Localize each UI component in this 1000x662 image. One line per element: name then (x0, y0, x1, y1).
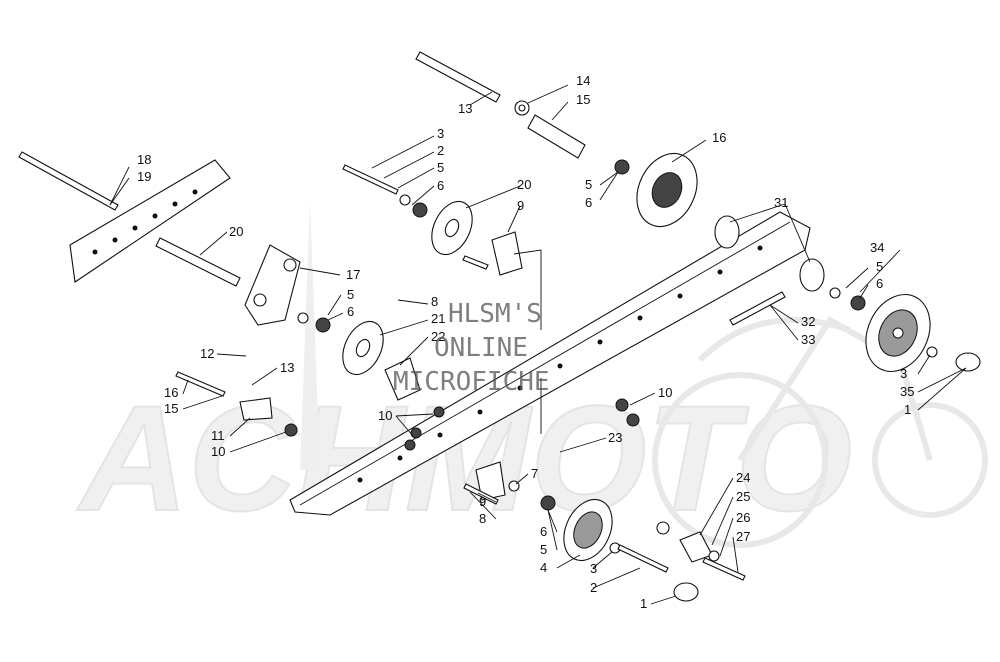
tower-silhouette (300, 200, 320, 470)
callout-6-right: 6 (876, 276, 883, 291)
leader-lines (109, 84, 967, 605)
link-11 (239, 397, 273, 421)
callout-15: 16 (164, 385, 178, 400)
callout-31: 31 (774, 195, 788, 210)
callout-9-bottom: 9 (479, 494, 486, 509)
callout-3-top: 2 (437, 143, 444, 158)
callouts: 13 14 15 16 3 2 5 6 20 9 5 6 31 34 5 6 3… (137, 73, 914, 611)
callout-5-mid: 5 (585, 177, 592, 192)
callout-5-bottom: 5 (540, 542, 547, 557)
callout-21: 22 (431, 329, 445, 344)
callout-20-mid: 21 (431, 311, 445, 326)
callout-6-top: 6 (437, 178, 444, 193)
callout-7: 7 (531, 466, 538, 481)
callout-6-mid: 6 (585, 195, 592, 210)
callout-8-top: 8 (431, 294, 438, 309)
callout-5-left: 5 (347, 287, 354, 302)
shaft-27 (415, 51, 501, 103)
callout-3-right: 3 (900, 366, 907, 381)
callout-3-bottom: 3 (590, 561, 597, 576)
callout-28: 14 (576, 73, 590, 88)
callout-12: 12 (200, 346, 214, 361)
callout-27: 13 (458, 101, 472, 116)
callout-10-center: 10 (378, 408, 392, 423)
wheel-34 (865, 294, 931, 372)
wheel-20-upper (431, 200, 473, 256)
callout-19: 17 (346, 267, 360, 282)
end-caps (673, 352, 981, 602)
left-rail (69, 159, 231, 283)
overlay-line-2: ONLINE (434, 333, 528, 363)
hub-31a (714, 215, 740, 249)
callout-17: 19 (137, 169, 151, 184)
callout-6-bottom: 6 (540, 524, 547, 539)
callout-26: 27 (736, 529, 750, 544)
callout-10-left: 10 (211, 444, 225, 459)
shaft-18 (155, 237, 241, 287)
callout-5-right: 5 (876, 259, 883, 274)
spacer-29 (527, 114, 586, 159)
bracket-21 (384, 357, 421, 401)
callout-16: 18 (137, 152, 151, 167)
callout-2-top: 3 (437, 126, 444, 141)
callout-35: 35 (900, 384, 914, 399)
callout-32: 32 (801, 314, 815, 329)
bolt-32 (729, 291, 786, 326)
microfiche-overlay: HLSM'S ONLINE MICROFICHE (393, 299, 550, 397)
callout-11: 11 (211, 428, 225, 443)
callout-4: 4 (540, 560, 547, 575)
callout-24: 25 (736, 489, 750, 504)
hub-31b (799, 258, 825, 292)
callout-25: 26 (736, 510, 750, 525)
bracket-9-lower (475, 461, 506, 501)
callout-2-bottom: 2 (590, 580, 597, 595)
callout-5-top: 5 (437, 160, 444, 175)
callout-13: 13 (280, 360, 294, 375)
callout-18: 20 (229, 224, 243, 239)
wheel-4 (563, 498, 613, 562)
callout-10-right: 10 (658, 385, 672, 400)
rod-16 (18, 151, 119, 211)
overlay-line-3: MICROFICHE (393, 367, 550, 397)
callout-29: 15 (576, 92, 590, 107)
overlay-line-1: HLSM'S (448, 299, 542, 329)
callout-6-left: 6 (347, 304, 354, 319)
bracket-9-upper (491, 231, 523, 276)
callout-34: 34 (870, 240, 884, 255)
pivot-arm-19 (244, 244, 301, 326)
wheel-20-lower (342, 320, 384, 376)
callout-22: 23 (608, 430, 622, 445)
callout-23: 24 (736, 470, 750, 485)
callout-8-bottom: 8 (479, 511, 486, 526)
callout-1-bottom: 1 (640, 596, 647, 611)
callout-14: 15 (164, 401, 178, 416)
callout-9-top: 9 (517, 198, 524, 213)
motorcycle-icon (652, 315, 988, 548)
callout-33: 33 (801, 332, 815, 347)
callout-30: 16 (712, 130, 726, 145)
callout-20-top: 20 (517, 177, 531, 192)
callout-1-right: 1 (904, 402, 911, 417)
wheel-30 (636, 153, 698, 227)
